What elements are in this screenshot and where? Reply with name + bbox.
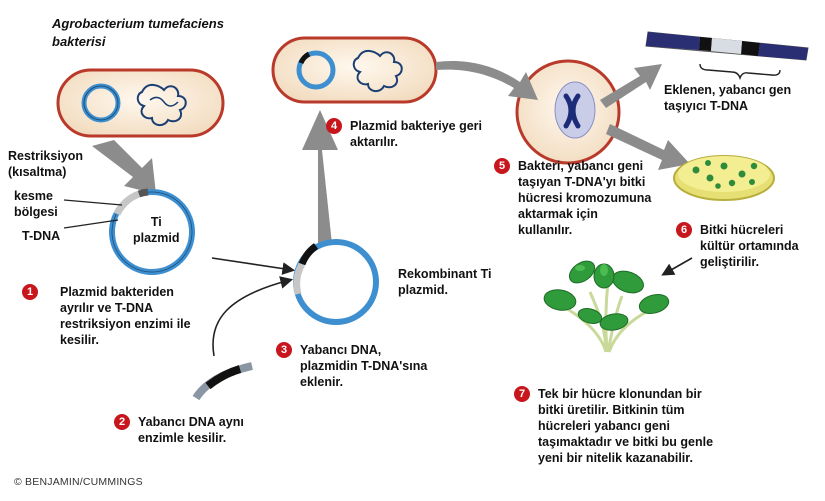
plant — [543, 260, 670, 353]
recombinant-label: Rekombinant Ti plazmid. — [398, 267, 492, 297]
step-7: 7 Tek bir hücre klonundan bir bitki üret… — [514, 386, 713, 466]
recombinant-plasmid — [293, 239, 379, 325]
tdna-label: T-DNA — [22, 229, 61, 243]
step-6-badge: 6 — [676, 222, 692, 238]
title-line-2: bakterisi — [52, 34, 106, 49]
title-line-1: Agrobacterium tumefaciens — [52, 16, 224, 31]
step-3-text: Yabancı DNA, plazmidin T-DNA'sına ekleni… — [300, 343, 428, 389]
inserted-tdna-label: Eklenen, yabancı gen taşıyıcı T-DNA — [664, 83, 792, 113]
step-2-badge: 2 — [114, 414, 130, 430]
step-2: 2 Yabancı DNA aynı enzimle kesilir. — [114, 414, 244, 446]
step-3: 3 Yabancı DNA, plazmidin T-DNA'sına ekle… — [276, 342, 427, 390]
step-4-text: Plazmid bakteriye geri aktarılır. — [350, 119, 483, 149]
step-2-text: Yabancı DNA aynı enzimle kesilir. — [138, 415, 244, 445]
restriction-label: Restriksiyon (kısaltma) — [8, 149, 84, 179]
ti-plasmid-label: Ti plazmid — [133, 215, 180, 245]
cut-site-label: kesme bölgesi — [14, 189, 58, 219]
step-5: 5 Bakteri, yabancı geni taşıyan T-DNA'yı… — [494, 158, 651, 238]
label-pointers — [63, 199, 123, 229]
step-1-badge: 1 — [22, 284, 38, 300]
step-5-badge: 5 — [494, 158, 510, 174]
step-3-badge: 3 — [276, 342, 292, 358]
credit-text: © BENJAMIN/CUMMINGS — [14, 476, 143, 488]
step-1: 1 Plazmid bakteriden ayrılır ve T-DNA re… — [22, 284, 191, 348]
step-1-text: Plazmid bakteriden ayrılır ve T-DNA rest… — [60, 285, 191, 347]
inserted-tdna-strip — [645, 31, 809, 81]
step-6-text: Bitki hücreleri kültür ortamında gelişti… — [700, 223, 799, 269]
plant-cell — [515, 59, 621, 165]
bacterium-2 — [271, 36, 438, 104]
step-5-text: Bakteri, yabancı geni taşıyan T-DNA'yı b… — [518, 159, 652, 237]
step-7-badge: 7 — [514, 386, 530, 402]
step-4-badge: 4 — [326, 118, 342, 134]
foreign-dna — [192, 362, 253, 401]
culture-plate — [673, 155, 775, 201]
thin-arrows — [211, 257, 693, 357]
bacterium-1 — [56, 68, 225, 138]
step-4: 4 Plazmid bakteriye geri aktarılır. — [326, 118, 482, 150]
ti-plasmid — [109, 188, 195, 275]
step-6: 6 Bitki hücreleri kültür ortamında geliş… — [676, 222, 799, 270]
step-7-text: Tek bir hücre klonundan bir bitki üretil… — [538, 387, 714, 465]
process-arrows — [92, 60, 690, 244]
